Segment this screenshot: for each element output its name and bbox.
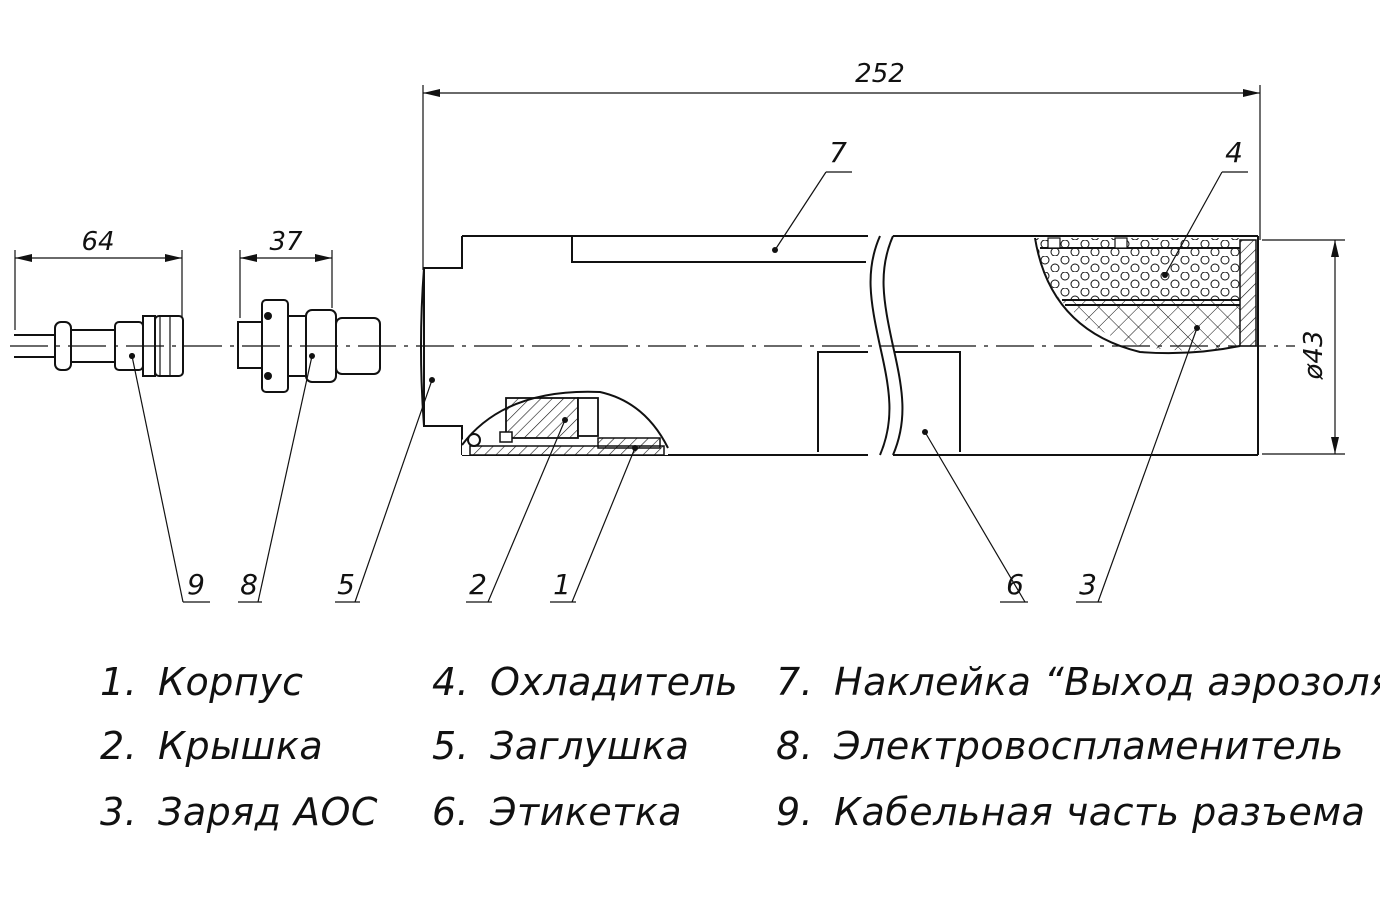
dimension-connector-64: 64: [14, 227, 183, 330]
dimension-overall-length: 252: [422, 59, 1261, 270]
legend-text: Крышка: [158, 724, 324, 768]
callout-1: 1: [553, 568, 571, 601]
dimension-diameter-label: ø43: [1299, 331, 1329, 381]
legend-number: 1.: [100, 660, 138, 704]
legend-text: Наклейка “Выход аэрозоля ”: [834, 660, 1380, 704]
leader-lines: [129, 171, 1248, 603]
legend-number: 3.: [100, 790, 138, 834]
legend-text: Охладитель: [490, 660, 739, 704]
dimension-64-label: 64: [81, 227, 114, 257]
legend-item-1: 1. Корпус: [100, 660, 304, 704]
legend-item-5: 5. Заглушка: [432, 724, 689, 768]
legend-item-3: 3. Заряд АОС: [100, 790, 378, 834]
legend-text: Заглушка: [490, 724, 690, 768]
callout-6: 6: [1006, 568, 1024, 601]
legend-item-4: 4. Охладитель: [432, 660, 738, 704]
dimension-37-label: 37: [269, 227, 303, 257]
callout-7: 7: [829, 136, 847, 169]
legend-text: Электровоспламенитель: [834, 724, 1344, 768]
legend-text: Заряд АОС: [158, 790, 378, 834]
legend-item-6: 6. Этикетка: [432, 790, 682, 834]
callout-2: 2: [469, 568, 487, 601]
legend-number: 8.: [776, 724, 814, 768]
legend-item-8: 8. Электровоспламенитель: [776, 724, 1344, 768]
callout-4: 4: [1225, 136, 1243, 169]
legend-number: 9.: [776, 790, 814, 834]
dimension-252-label: 252: [855, 59, 905, 89]
legend-number: 5.: [432, 724, 470, 768]
legend-item-9: 9. Кабельная часть разъема: [776, 790, 1365, 834]
legend-text: Кабельная часть разъема: [834, 790, 1366, 834]
end-plug-outline: [423, 236, 463, 455]
legend-text: Корпус: [158, 660, 304, 704]
legend-number: 2.: [100, 724, 138, 768]
cable-connector: [14, 315, 184, 377]
legend-number: 6.: [432, 790, 470, 834]
legend-item-7: 7. Наклейка “Выход аэрозоля ”: [776, 660, 1380, 704]
callout-labels: 9 8 5 2 1 6 3 7 4: [187, 136, 1243, 601]
callout-5: 5: [337, 568, 355, 601]
charge-cutaway: [1034, 237, 1257, 355]
dimension-diameter: ø43: [1262, 239, 1345, 455]
callout-3: 3: [1079, 568, 1097, 601]
callout-9: 9: [187, 568, 205, 601]
legend-number: 4.: [432, 660, 470, 704]
electric-igniter: [237, 299, 381, 393]
legend-text: Этикетка: [490, 790, 683, 834]
legend-number: 7.: [776, 660, 814, 704]
callout-8: 8: [240, 568, 258, 601]
dimension-igniter-37: 37: [239, 227, 333, 318]
legend-item-2: 2. Крышка: [100, 724, 323, 768]
